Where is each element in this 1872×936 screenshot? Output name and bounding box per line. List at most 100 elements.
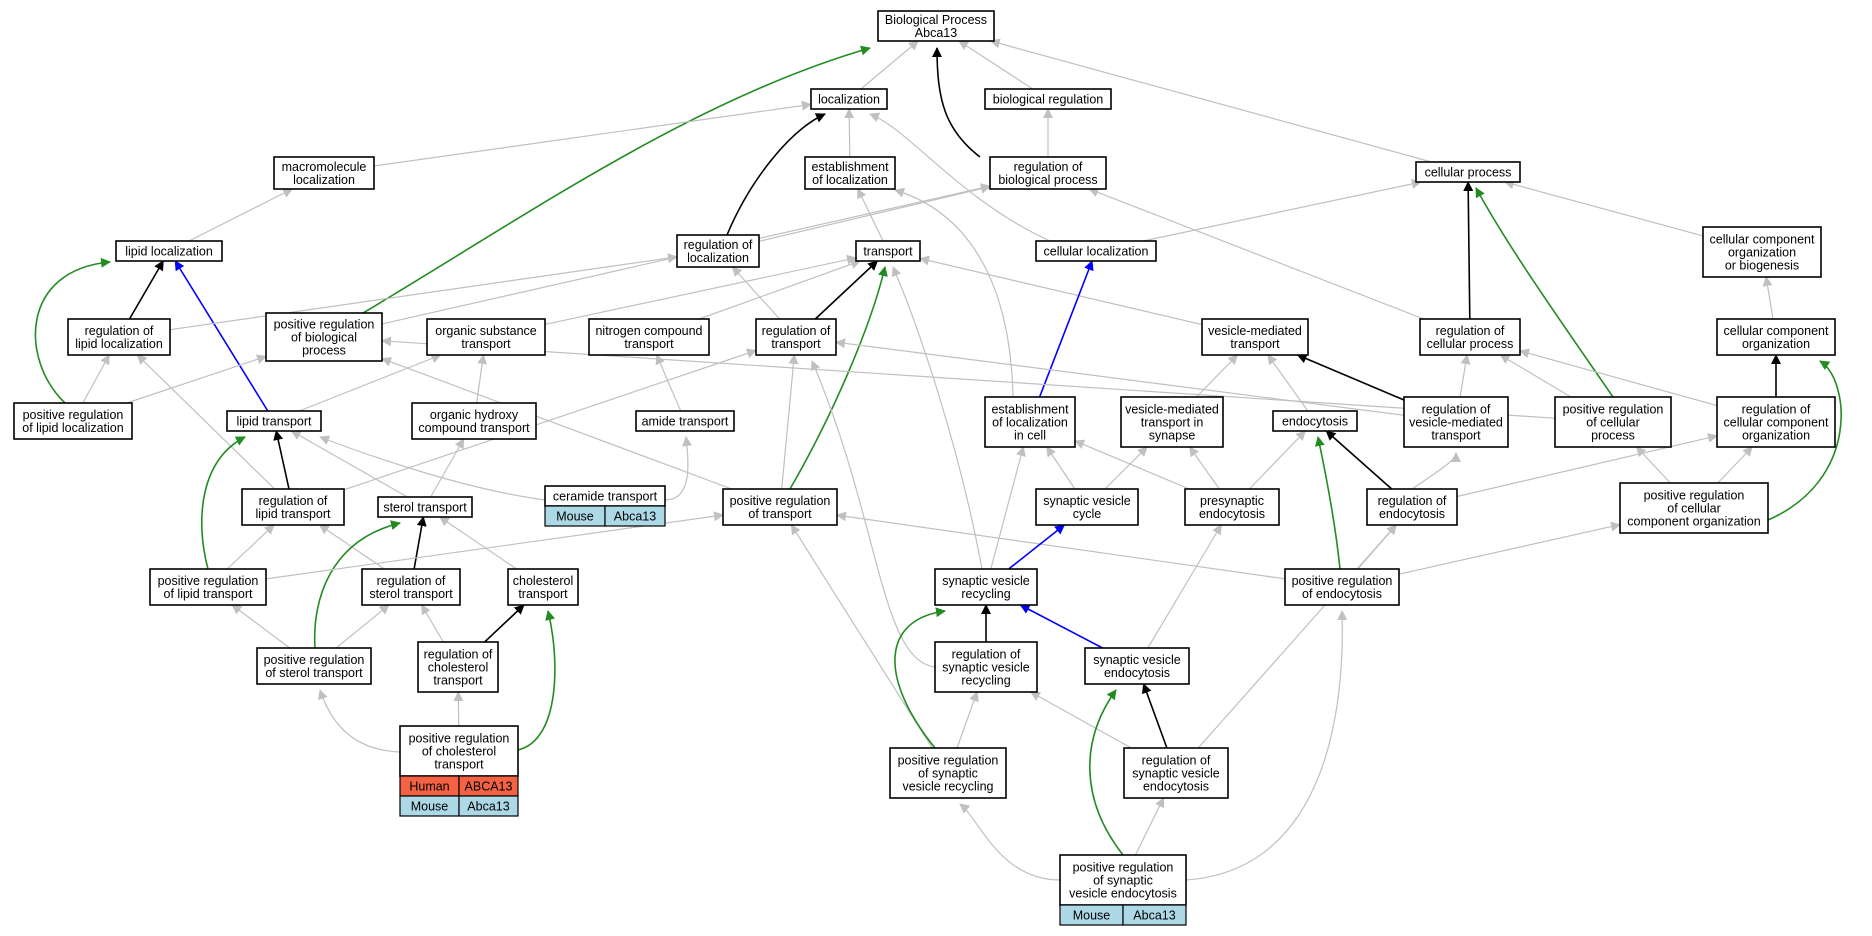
gene-label: Abca13	[1133, 909, 1175, 923]
node-sterol-transport[interactable]: sterol transport	[377, 496, 473, 518]
node-endocytosis[interactable]: endocytosis	[1272, 410, 1358, 432]
edge-regvesmed-to-regcellproc	[1459, 354, 1471, 398]
node-box	[13, 402, 133, 440]
node-box	[149, 568, 267, 606]
edge-reglipidloc-to-lipidloc	[128, 260, 164, 320]
node-label-line: regulation of	[1742, 403, 1811, 417]
node-label-line: vesicle-mediated	[1208, 324, 1302, 338]
node-amide-transport[interactable]: amide transport	[635, 410, 735, 432]
node-box	[1415, 161, 1521, 183]
edge-regtransport-to-regloc	[731, 266, 781, 320]
node-box	[67, 318, 171, 356]
node-label-line: of lipid transport	[164, 587, 253, 601]
node-label-line: organization	[1742, 429, 1810, 443]
node-label-line: positive regulation	[274, 318, 375, 332]
edge-ceramide-to-lipidtransport	[319, 435, 546, 501]
node-label-line: positive regulation	[1563, 403, 1664, 417]
edge-estloc-to-loc	[844, 108, 855, 158]
edges-layer	[34, 38, 1842, 881]
node-box	[1716, 318, 1836, 356]
node-box	[755, 318, 837, 356]
node-lipid-transport[interactable]: lipid transport	[226, 410, 322, 432]
edge-posregtransport-to-transport	[789, 266, 888, 490]
node-label-line: cellular component	[1724, 324, 1829, 338]
node-cellular-localization[interactable]: cellular localization	[1035, 240, 1157, 262]
node-box	[804, 156, 896, 190]
node-label-line: of localization	[992, 416, 1068, 430]
node-label-line: vesicle endocytosis	[1069, 887, 1177, 901]
node-label-line: cellular process	[1425, 166, 1512, 180]
gene-label: Abca13	[467, 800, 509, 814]
node-label-line: biological regulation	[993, 93, 1104, 107]
edge-regcco-to-regcellproc	[1519, 348, 1718, 407]
node-box	[889, 747, 1007, 799]
edge-ceramide-to-amide	[664, 436, 693, 501]
node-transport[interactable]: transport	[855, 240, 921, 262]
edge-presynendo-to-endocytosis	[1248, 430, 1306, 490]
node-label-line: positive regulation	[158, 574, 259, 588]
node-box	[722, 488, 838, 526]
edge-endocytosis-to-vesmed	[1267, 354, 1309, 412]
node-biological-regulation[interactable]: biological regulation	[984, 88, 1112, 110]
node-localization[interactable]: localization	[810, 88, 888, 110]
edge-regendo-to-regvesmed	[1411, 452, 1461, 490]
node-label-line: positive regulation	[730, 494, 831, 508]
node-box	[989, 156, 1107, 190]
node-box	[377, 496, 473, 518]
edge-macroloc-to-loc	[373, 100, 812, 167]
node-box	[399, 725, 519, 777]
edge-posregsynvesendo-to-synvesendo	[1089, 689, 1124, 856]
node-label-line: transport in	[1141, 416, 1204, 430]
node-label-line: of cellular	[1586, 416, 1640, 430]
node-box	[273, 156, 375, 190]
node-label-line: regulation of	[85, 324, 154, 338]
node-label-line: lipid transport	[255, 507, 331, 521]
node-label-line: regulation of	[424, 648, 493, 662]
node-lipid-localization[interactable]: lipid localization	[115, 240, 223, 262]
node-cellular-process[interactable]: cellular process	[1415, 161, 1521, 183]
edge-regsteroltransport-to-steroltransport	[413, 516, 427, 570]
edge-posregtransport-to-regtransport	[781, 354, 799, 490]
